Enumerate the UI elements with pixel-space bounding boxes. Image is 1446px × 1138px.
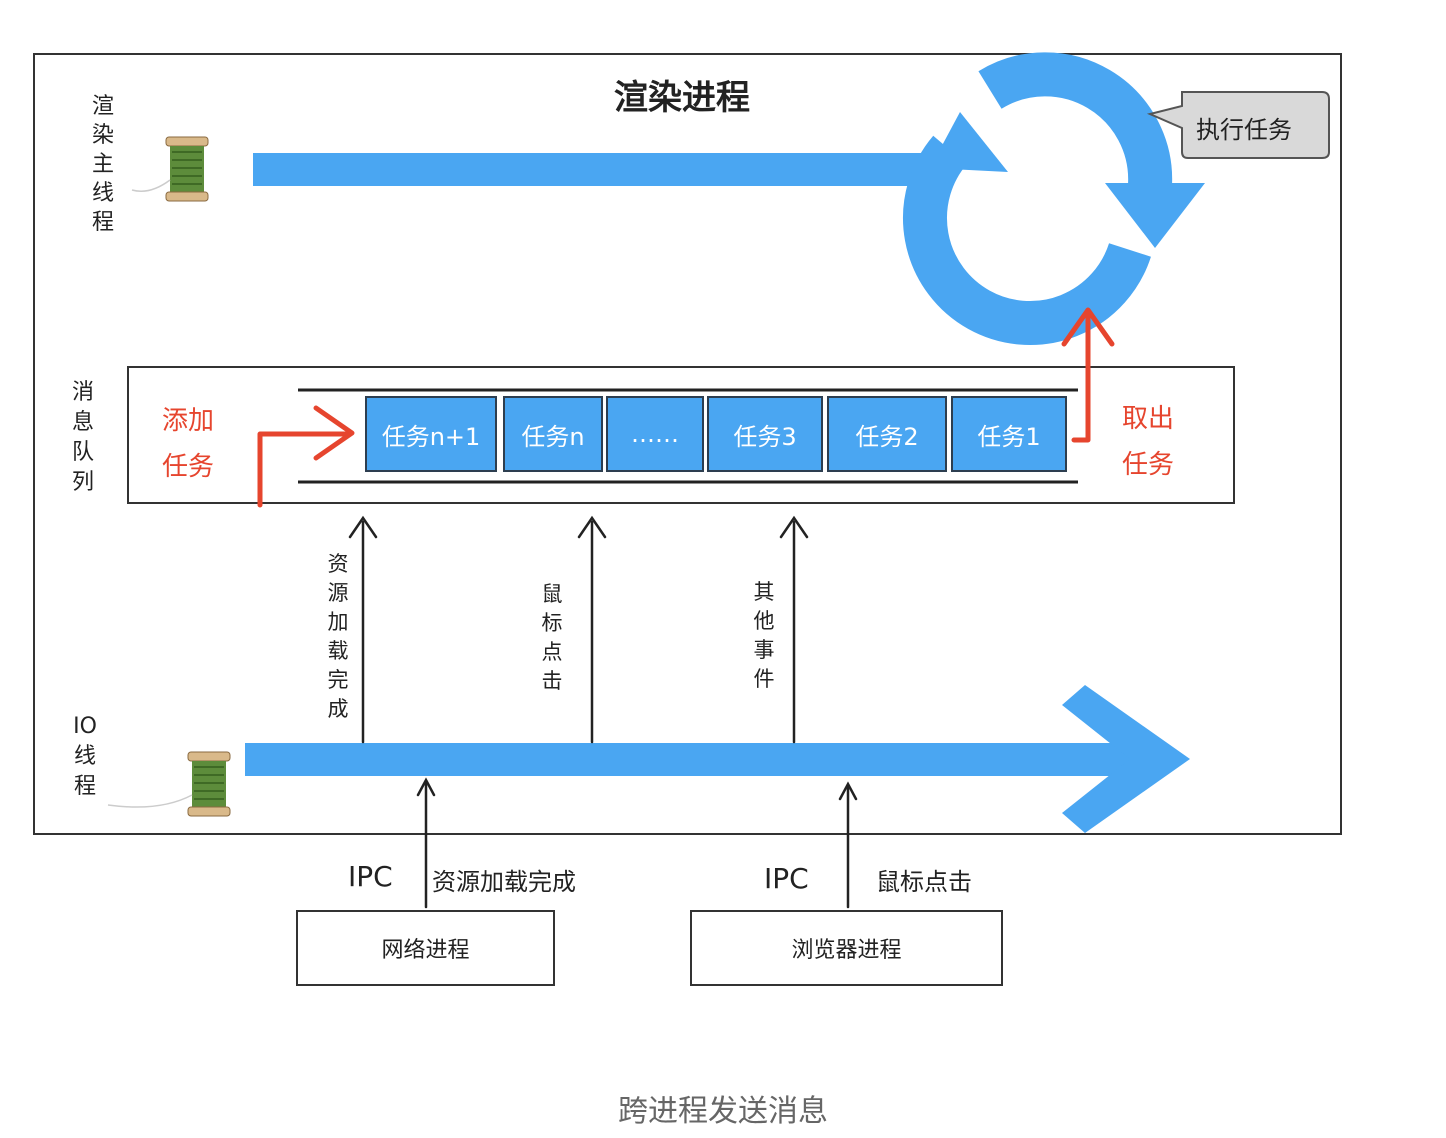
task-cell: …… — [606, 396, 704, 472]
ipc-left-label: IPC — [348, 860, 393, 893]
browser-process-box: 浏览器进程 — [690, 910, 1003, 986]
add-task-label: 添加任务 — [162, 406, 215, 482]
event-other-label: 其他事件 — [753, 580, 775, 691]
ipc-right-message: 鼠标点击 — [876, 868, 972, 896]
take-task-arrow-icon — [1061, 307, 1115, 443]
task-cell: 任务n+1 — [365, 396, 497, 472]
browser-process-label: 浏览器进程 — [791, 938, 902, 963]
task-cell: 任务1 — [951, 396, 1067, 472]
cycle-arrowhead-left — [930, 112, 1008, 172]
task-cell: 任务n — [503, 396, 603, 472]
ipc-left-message: 资源加载完成 — [432, 868, 576, 896]
thread-spool-icon-main — [131, 136, 209, 202]
execute-task-bubble — [1146, 91, 1330, 159]
ipc-arrows — [416, 777, 858, 909]
io-thread-arrowhead — [1062, 685, 1190, 833]
add-task-arrow-icon — [257, 405, 355, 508]
take-task-label: 取出任务 — [1122, 404, 1175, 480]
main-thread-label: 渲染主线程 — [91, 94, 114, 235]
io-thread-bar — [245, 743, 1145, 776]
execute-cycle-icon — [903, 52, 1173, 345]
task-cell: 任务2 — [827, 396, 947, 472]
network-process-box: 网络进程 — [296, 910, 555, 986]
renderer-process-title: 渲染进程 — [614, 78, 750, 118]
thread-spool-icon-io — [107, 751, 231, 817]
execute-task-label: 执行任务 — [1196, 116, 1292, 144]
event-mouse-click-label: 鼠标点击 — [541, 582, 563, 693]
message-queue-label: 消息队列 — [71, 380, 94, 495]
cycle-arrowhead-right — [1105, 183, 1205, 248]
ipc-right-label: IPC — [764, 862, 809, 895]
figure-caption: 跨进程发送消息 — [618, 1094, 828, 1129]
network-process-label: 网络进程 — [381, 938, 470, 963]
task-cell: 任务3 — [707, 396, 823, 472]
event-resource-loaded-label: 资源加载完成 — [327, 552, 349, 721]
io-thread-label: IO线程 — [73, 714, 97, 799]
event-arrows — [348, 515, 809, 744]
main-thread-bar — [253, 153, 953, 186]
